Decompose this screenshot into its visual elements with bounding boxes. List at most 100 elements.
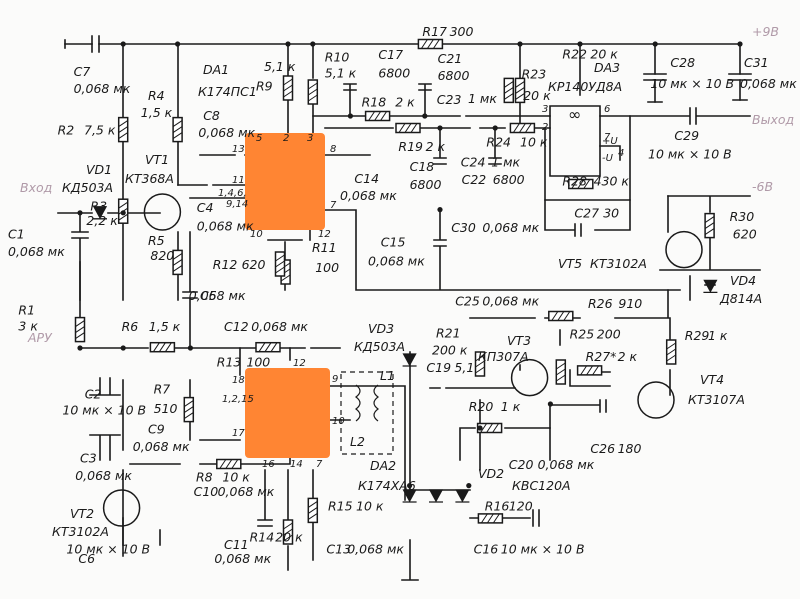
resistor-name: R9 bbox=[256, 78, 273, 93]
resistor-hatch-icon bbox=[571, 179, 579, 189]
resistor-hatch-icon bbox=[398, 123, 406, 133]
capacitor-name: C2 bbox=[85, 386, 102, 401]
capacitor-name: C7 bbox=[74, 64, 91, 79]
resistor-value: 620 bbox=[733, 226, 757, 241]
capacitor-name: C13 bbox=[326, 542, 351, 557]
resistor-hatch-icon bbox=[308, 506, 318, 514]
resistor-hatch-icon bbox=[486, 513, 494, 524]
resistor-hatch-icon bbox=[704, 216, 715, 224]
vt2-emitter bbox=[122, 517, 161, 546]
resistor-r13 bbox=[255, 341, 281, 353]
agc-terminal: АРУ bbox=[27, 330, 53, 345]
resistor-r30 bbox=[704, 212, 715, 239]
capacitor-value: 0,068 мк bbox=[74, 81, 131, 96]
opamp-body bbox=[549, 105, 601, 177]
resistor-hatch-icon bbox=[118, 132, 128, 140]
junction-dot bbox=[347, 113, 353, 119]
resistor-name: R24 bbox=[486, 134, 511, 149]
resistor-value: 7,5 к bbox=[84, 122, 116, 137]
resistor-value: 20 к bbox=[590, 46, 618, 61]
vd3-name: VD3 bbox=[368, 321, 394, 336]
resistor-value: 1,5 к bbox=[141, 105, 173, 120]
capacitor-name: C23 bbox=[437, 92, 462, 107]
capacitor-value: 1 мк bbox=[468, 91, 497, 106]
vt5-emitter bbox=[659, 195, 761, 271]
capacitor-name: C30 bbox=[451, 220, 476, 235]
da1-name: DA1 bbox=[203, 62, 229, 77]
resistor-name: R5 bbox=[148, 233, 165, 248]
capacitor-value: 0,068 мк bbox=[251, 319, 308, 334]
vd1-type: КД503А bbox=[62, 180, 113, 195]
resistor-hatch-icon bbox=[258, 342, 266, 352]
capacitor-value: 30 bbox=[603, 206, 619, 221]
resistor-name: R15 bbox=[328, 498, 353, 513]
resistor-value: 910 bbox=[618, 296, 642, 311]
junction-dot bbox=[77, 345, 83, 351]
resistor-name: R29 bbox=[685, 328, 710, 343]
junction-dot bbox=[120, 41, 126, 47]
resistor-hatch-icon bbox=[380, 111, 388, 121]
resistor-r23 bbox=[503, 77, 515, 104]
pin-label: 12 bbox=[293, 358, 306, 369]
resistor-value: 10 к bbox=[356, 498, 384, 513]
pin-label: 3 bbox=[542, 104, 548, 115]
opamp-output bbox=[599, 107, 751, 125]
da3-name: DA3 bbox=[594, 60, 620, 75]
resistor-value: 20 к bbox=[523, 88, 551, 103]
resistor-r18 bbox=[364, 110, 391, 122]
capacitor-value: 0,068 мк bbox=[740, 76, 797, 91]
vt1-transistor-icon bbox=[143, 193, 182, 231]
capacitor-value: 10 мк × 10 В bbox=[650, 76, 734, 91]
pin-label: 7 bbox=[330, 200, 337, 211]
c28-c31-plates bbox=[643, 73, 752, 81]
resistor-hatch-icon bbox=[283, 90, 293, 98]
resistor-hatch-icon bbox=[404, 123, 412, 133]
resistor-value: 510 bbox=[154, 401, 178, 416]
resistor-r9 bbox=[282, 75, 294, 101]
resistor-value: 100 bbox=[315, 260, 339, 275]
feedback-loop bbox=[544, 115, 631, 201]
capacitor-value: 0,068 мк bbox=[368, 254, 425, 269]
capacitor-name: C22 bbox=[462, 172, 487, 187]
capacitor-name: C18 bbox=[410, 159, 435, 174]
pin-label: 16 bbox=[262, 459, 275, 470]
pin-label: 1,2,15 bbox=[222, 394, 254, 405]
pin-label: 7 bbox=[316, 459, 323, 470]
resistor-name: R28 bbox=[562, 174, 587, 189]
junction-dot bbox=[737, 41, 743, 47]
resistor-hatch-icon bbox=[515, 92, 525, 100]
resistor-hatch-icon bbox=[592, 365, 600, 376]
capacitor-value: 6800 bbox=[493, 172, 525, 187]
c2-c3-plates bbox=[89, 377, 121, 461]
pin-label: 10 bbox=[332, 416, 345, 427]
resistor-hatch-icon bbox=[475, 354, 485, 362]
resistor-hatch-icon bbox=[666, 354, 676, 362]
resistor-r7 bbox=[183, 396, 195, 423]
resistor-hatch-icon bbox=[184, 406, 194, 414]
resistor-hatch-icon bbox=[118, 213, 128, 221]
resistor-value: 2,2 к bbox=[86, 213, 118, 228]
vt3-name: VT3 bbox=[507, 333, 531, 348]
resistor-name: R21 bbox=[436, 326, 461, 341]
capacitor-value: 0,068 мк bbox=[8, 244, 65, 259]
resistor-hatch-icon bbox=[666, 342, 676, 350]
terminal-labels: +9В Выход -6В Вход АРУ bbox=[20, 24, 794, 345]
resistor-name: R4 bbox=[148, 88, 165, 103]
vt4-name: VT4 bbox=[700, 372, 724, 387]
resistor-r21 bbox=[474, 351, 486, 377]
vt2-transistor-icon bbox=[102, 489, 141, 527]
resistor-hatch-icon bbox=[368, 111, 376, 121]
resistor-r12 bbox=[274, 251, 286, 277]
da2-name: DA2 bbox=[370, 458, 396, 473]
resistor-value: 200 к bbox=[432, 342, 468, 357]
opamp-plus-label: +U bbox=[602, 136, 618, 147]
resistor-value: 1 к bbox=[501, 399, 521, 414]
resistor-hatch-icon bbox=[504, 92, 514, 100]
resistor-r15 bbox=[307, 497, 319, 524]
resistor-hatch-icon bbox=[420, 39, 428, 49]
resistor-value: 10 к bbox=[520, 134, 548, 149]
resistor-hatch-icon bbox=[480, 423, 488, 433]
resistor-name: R6 bbox=[122, 319, 139, 334]
r20-wire bbox=[459, 427, 551, 461]
